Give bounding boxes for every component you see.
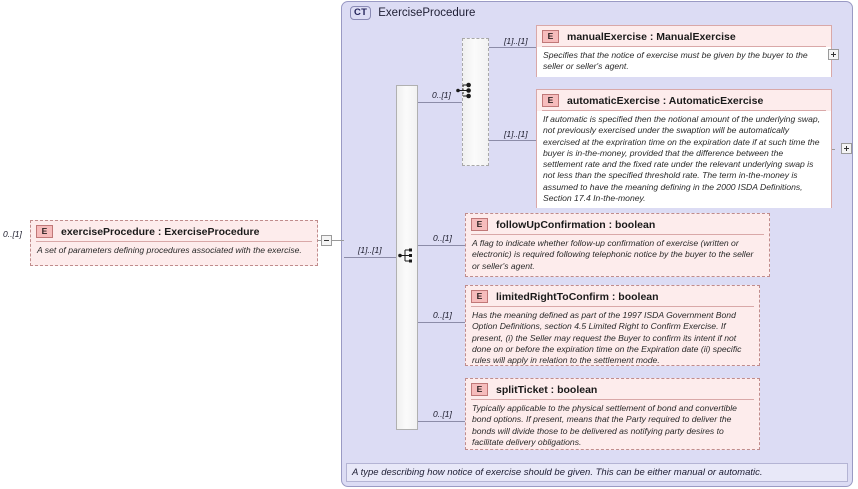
element-splitticket-doc: Typically applicable to the physical set… — [472, 403, 737, 447]
complextype-documentation-text: A type describing how notice of exercise… — [352, 467, 763, 478]
connector-automaticexercise-toggle — [832, 149, 835, 150]
connector-ct-to-sequence — [344, 257, 396, 258]
connector-toggle-to-ct — [332, 240, 344, 241]
element-exerciseprocedure[interactable]: E exerciseProcedure : ExerciseProcedure … — [30, 220, 318, 266]
element-limitedrighttoconfirm-doc: Has the meaning defined as part of the 1… — [472, 310, 742, 366]
complextype-badge: CT — [350, 6, 372, 20]
connector-sequence-to-limitedrighttoconfirm — [418, 322, 465, 323]
element-automaticexercise-name: automaticExercise : AutomaticExercise — [567, 94, 764, 107]
sequence-compositor-node[interactable] — [396, 85, 418, 430]
expand-toggle-manualexercise[interactable] — [828, 49, 839, 60]
divider — [36, 241, 312, 242]
expand-toggle-automaticexercise[interactable] — [841, 143, 852, 154]
element-splitticket-head: E splitTicket : boolean — [466, 379, 759, 399]
connector-sequence-to-followupconfirmation — [418, 245, 465, 246]
choice-compositor-node[interactable] — [462, 38, 489, 166]
connector-sequence-to-splitticket — [418, 421, 465, 422]
element-splitticket[interactable]: E splitTicket : boolean Typically applic… — [465, 378, 760, 450]
element-automaticexercise-head: E automaticExercise : AutomaticExercise — [537, 90, 831, 110]
cardinality-manualexercise: [1]..[1] — [504, 36, 528, 46]
cardinality-splitticket: 0..[1] — [433, 409, 452, 419]
complextype-title: ExerciseProcedure — [378, 7, 476, 19]
complextype-header: CT ExerciseProcedure — [350, 6, 475, 20]
element-exerciseprocedure-doc: A set of parameters defining procedures … — [37, 245, 302, 255]
element-badge-icon: E — [471, 218, 488, 231]
element-badge-icon: E — [471, 383, 488, 396]
connector-sequence-to-choice — [418, 102, 462, 103]
cardinality-automaticexercise: [1]..[1] — [504, 129, 528, 139]
element-limitedrighttoconfirm-head: E limitedRightToConfirm : boolean — [466, 286, 759, 306]
element-manualexercise-name: manualExercise : ManualExercise — [567, 30, 736, 43]
element-manualexercise-doc: Specifies that the notice of exercise mu… — [537, 47, 831, 77]
connector-choice-to-automaticexercise — [489, 140, 536, 141]
element-limitedrighttoconfirm-name: limitedRightToConfirm : boolean — [496, 290, 659, 303]
cardinality-sequence: [1]..[1] — [358, 245, 382, 255]
connector-choice-to-manualexercise — [489, 47, 536, 48]
divider — [471, 306, 754, 307]
divider — [471, 399, 754, 400]
collapse-toggle-root[interactable] — [321, 235, 332, 246]
element-followupconfirmation[interactable]: E followUpConfirmation : boolean A flag … — [465, 213, 770, 277]
element-manualexercise-head: E manualExercise : ManualExercise — [537, 26, 831, 46]
element-badge-icon: E — [542, 30, 559, 43]
element-manualexercise[interactable]: E manualExercise : ManualExercise Specif… — [536, 25, 832, 77]
complextype-documentation: A type describing how notice of exercise… — [346, 463, 848, 482]
cardinality-limitedrighttoconfirm: 0..[1] — [433, 310, 452, 320]
element-followupconfirmation-head: E followUpConfirmation : boolean — [466, 214, 769, 234]
element-followupconfirmation-doc: A flag to indicate whether follow-up con… — [472, 238, 754, 271]
element-limitedrighttoconfirm[interactable]: E limitedRightToConfirm : boolean Has th… — [465, 285, 760, 366]
sequence-icon — [398, 247, 416, 268]
divider — [542, 110, 826, 111]
element-exerciseprocedure-head: E exerciseProcedure : ExerciseProcedure — [31, 221, 317, 241]
element-splitticket-name: splitTicket : boolean — [496, 383, 598, 396]
choice-icon — [456, 82, 476, 104]
element-automaticexercise-doc: If automatic is specified then the notio… — [537, 111, 831, 209]
divider — [542, 46, 826, 47]
element-badge-icon: E — [36, 225, 53, 238]
element-followupconfirmation-name: followUpConfirmation : boolean — [496, 218, 656, 231]
element-badge-icon: E — [542, 94, 559, 107]
cardinality-followupconfirmation: 0..[1] — [433, 233, 452, 243]
element-exerciseprocedure-name: exerciseProcedure : ExerciseProcedure — [61, 225, 260, 238]
divider — [471, 234, 764, 235]
element-badge-icon: E — [471, 290, 488, 303]
cardinality-exerciseprocedure: 0..[1] — [3, 229, 22, 239]
cardinality-choice: 0..[1] — [432, 90, 451, 100]
element-automaticexercise[interactable]: E automaticExercise : AutomaticExercise … — [536, 89, 832, 209]
